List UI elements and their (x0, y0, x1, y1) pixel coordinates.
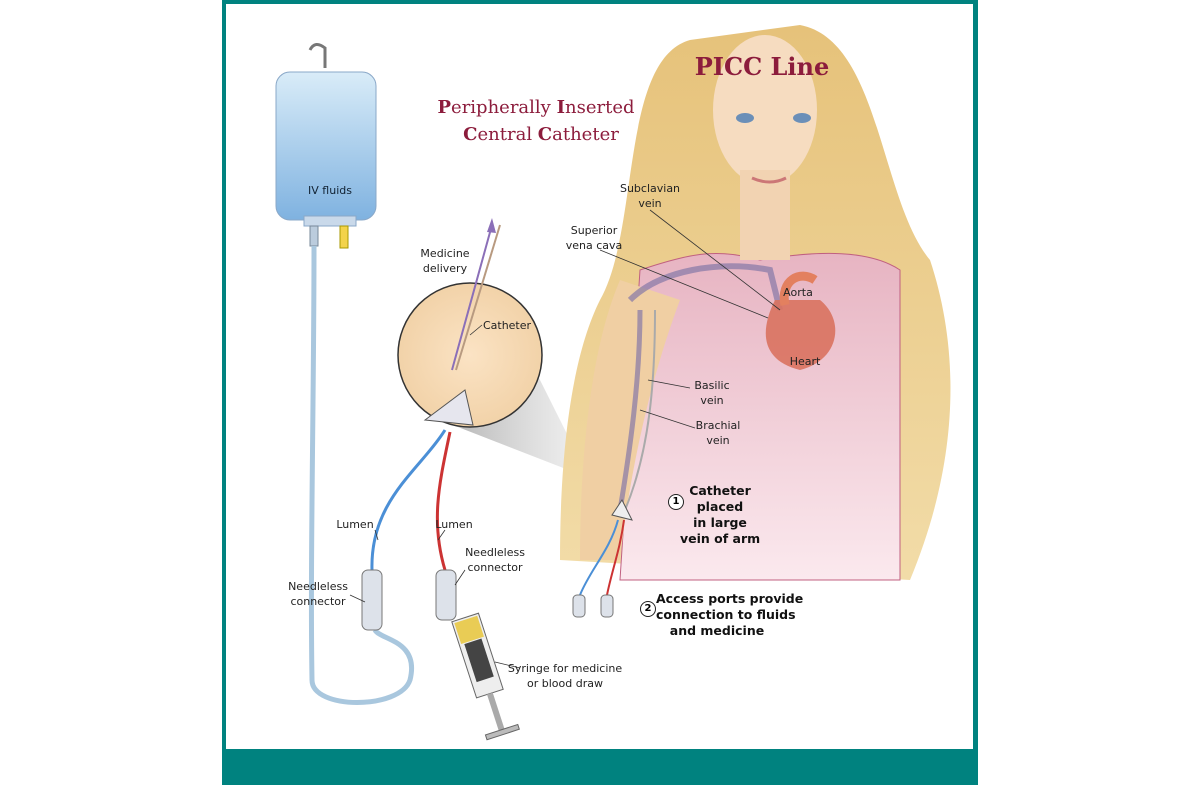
label-aorta: Aorta (783, 286, 813, 299)
magnified-skin (397, 282, 543, 428)
picc-illustration (275, 25, 951, 741)
label-catheter: Catheter (482, 319, 532, 332)
medicine-delivery-arrow (451, 224, 493, 371)
label-heart: Heart (789, 355, 821, 368)
diagram-canvas: PICC Line Peripherally Inserted Central … (226, 4, 973, 749)
catheter-hub (423, 389, 474, 426)
label-lumen-left: Lumen (336, 518, 374, 531)
patient-illustration (560, 25, 951, 618)
subtitle-line-1: Peripherally Inserted (437, 97, 635, 118)
website-link[interactable]: together.stjude.org (979, 753, 1162, 775)
iv-bag (275, 43, 415, 705)
step-1-number: 1 (668, 494, 684, 510)
label-lumen-right: Lumen (435, 518, 473, 531)
step-2-number: 2 (640, 601, 656, 617)
syringe (451, 612, 520, 741)
needleless-connector-left (361, 569, 383, 631)
needleless-connector-right (435, 569, 457, 621)
label-iv-fluids: IV fluids (308, 184, 352, 197)
page-title: PICC Line (694, 52, 830, 81)
subtitle-line-2: Central Catheter (463, 124, 619, 145)
leader-lines (349, 209, 781, 669)
